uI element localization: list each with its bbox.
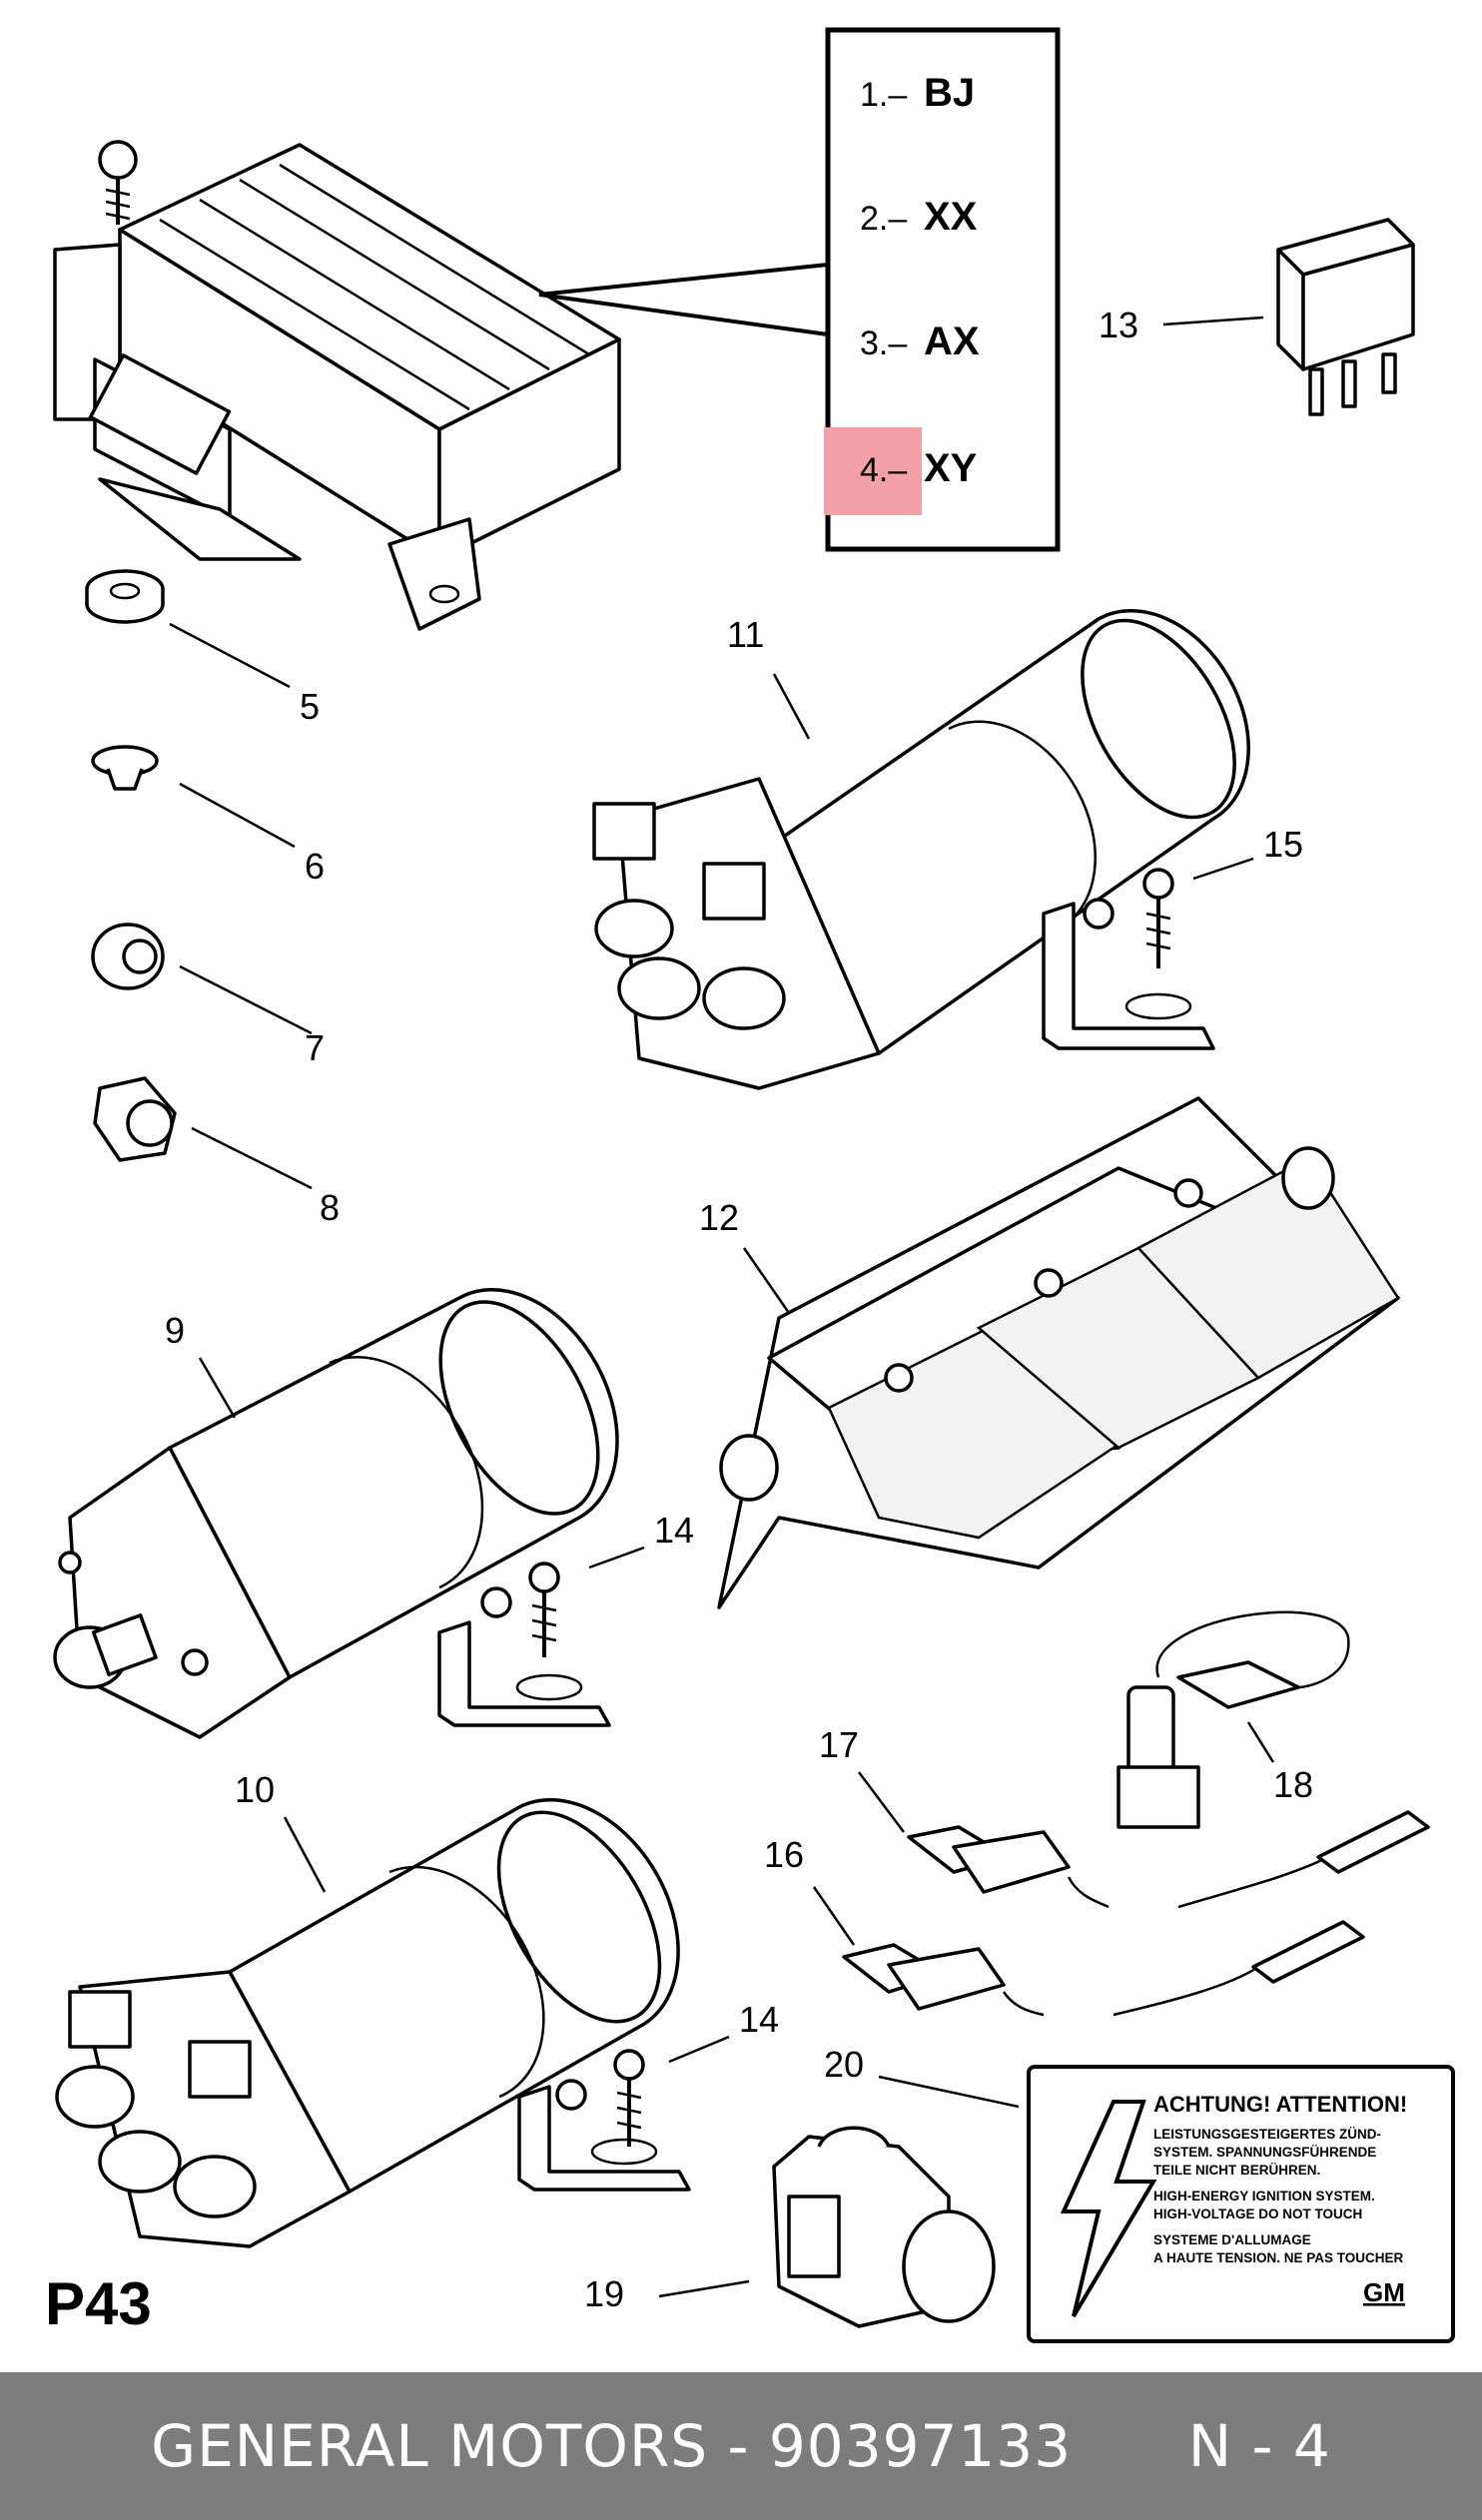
exploded-parts-diagram: 1.– BJ 2.– XX 3.– AX 4.– XY 13 5 6 7 [45, 27, 1455, 2343]
callout-9: 9 [165, 1310, 185, 1351]
callout-14a: 14 [654, 1510, 694, 1551]
clip-nut-drawing: 6 [91, 745, 325, 887]
callout-5: 5 [300, 686, 320, 727]
variant-row-2-num: 2.– [860, 200, 907, 238]
callout-11: 11 [727, 614, 764, 655]
callout-14b: 14 [739, 1999, 779, 2040]
callout-19: 19 [584, 2273, 624, 2314]
callout-15: 15 [1263, 824, 1303, 865]
ignition-coil-11-drawing: 11 15 [592, 608, 1303, 1090]
callout-6: 6 [305, 846, 325, 887]
warning-line-6: SYSTEME D'ALLUMAGE [1153, 2232, 1311, 2247]
callout-16: 16 [764, 1834, 804, 1875]
variant-row-1-num: 1.– [860, 76, 907, 114]
coil-pack-12-drawing: 12 [699, 1096, 1400, 1609]
warning-label: 20 ACHTUNG! ATTENTION! LEISTUNGSGESTEIGE… [824, 2044, 1455, 2343]
control-module-drawing [53, 140, 621, 631]
footer-part-number: 90397133 [768, 2412, 1073, 2480]
flange-nut-drawing: 7 [91, 923, 325, 1068]
warning-line-5: HIGH-VOLTAGE DO NOT TOUCH [1153, 2206, 1362, 2221]
connector-19-drawing: 19 [584, 2126, 996, 2328]
lightning-icon [1060, 2100, 1157, 2318]
suppressor-18-drawing: 18 [1116, 1610, 1350, 1829]
callout-18: 18 [1273, 1764, 1313, 1805]
variant-row-2-code: XX [924, 195, 978, 239]
callout-17: 17 [819, 1724, 859, 1765]
footer-page: N - 4 [1187, 2412, 1331, 2480]
gm-logo: GM [1363, 2277, 1405, 2307]
grommet-drawing: 5 [85, 569, 320, 727]
warning-line-2: SYSTEM. SPANNUNGSFÜHRENDE [1153, 2145, 1376, 2160]
variant-row-1-code: BJ [924, 71, 975, 115]
footer-brand: GENERAL MOTORS [151, 2412, 709, 2480]
footer-separator: - [708, 2412, 769, 2480]
footer-bar: GENERAL MOTORS - 90397133 N - 4 [0, 2372, 1482, 2520]
page-code: P43 [45, 2270, 152, 2337]
hex-nut-drawing: 8 [93, 1076, 340, 1228]
warning-line-7: A HAUTE TENSION. NE PAS TOUCHER [1153, 2250, 1404, 2265]
variant-row-3-num: 3.– [860, 324, 907, 362]
callout-10: 10 [235, 1769, 275, 1810]
variant-table: 1.– BJ 2.– XX 3.– AX 4.– XY [538, 27, 1061, 552]
suppressor-17-drawing: 17 [819, 1724, 1430, 1909]
ignition-coil-9-drawing: 9 14 [53, 1288, 694, 1739]
callout-8: 8 [320, 1187, 340, 1228]
footer-gap [1072, 2412, 1188, 2480]
callout-20: 20 [824, 2044, 864, 2085]
callout-12: 12 [699, 1197, 739, 1238]
variant-row-4-num: 4.– [860, 451, 907, 489]
callout-7: 7 [305, 1027, 325, 1068]
variant-row-3-code: AX [924, 319, 980, 363]
ignition-coil-10-drawing: 10 14 [55, 1769, 779, 2248]
callout-13: 13 [1099, 305, 1138, 345]
warning-line-3: TEILE NICHT BERÜHREN. [1153, 2163, 1320, 2178]
variant-row-4-code: XY [924, 446, 978, 490]
relay-drawing: 13 [1099, 218, 1415, 416]
highlight-marker [824, 427, 922, 515]
warning-line-4: HIGH-ENERGY IGNITION SYSTEM. [1153, 2189, 1375, 2204]
suppressor-16-drawing: 16 [764, 1834, 1365, 2017]
warning-title: ACHTUNG! ATTENTION! [1153, 2092, 1407, 2117]
warning-line-1: LEISTUNGSGESTEIGERTES ZÜND- [1153, 2127, 1381, 2142]
